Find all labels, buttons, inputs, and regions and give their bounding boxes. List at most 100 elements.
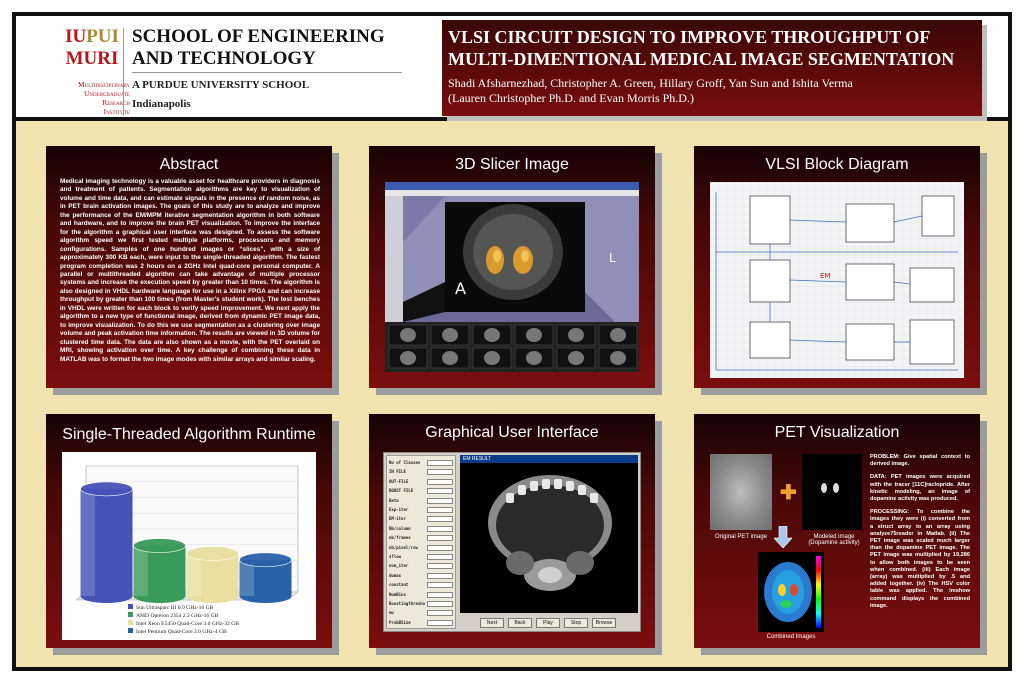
gui-back-button[interactable]: Back <box>508 618 532 628</box>
runtime-panel: Single-Threaded Algorithm Runtime Sun Ul… <box>46 414 332 648</box>
gui-browse-button[interactable]: Browse <box>592 618 616 628</box>
slicer-panel: 3D Slicer Image A L <box>369 146 655 388</box>
pet-panel: PET Visualization ✚ Original PET image M… <box>694 414 980 648</box>
gui-param-input[interactable] <box>427 563 453 570</box>
chart-legend-label: Sun Ultrasparc III 0.9 GHz-16 GB <box>136 605 214 611</box>
gui-param-label: nb/frames <box>389 535 411 541</box>
gui-param-label: Nb/column <box>389 525 411 531</box>
muri-subtitle-line: Institute <box>103 107 130 116</box>
chart-bar-base <box>80 589 133 603</box>
gui-param-label: EM-iter <box>389 516 406 522</box>
gui-image-area <box>460 463 638 613</box>
gui-param-input[interactable] <box>427 525 453 532</box>
gui-param-input[interactable] <box>427 460 453 466</box>
abstract-panel: Abstract Medical imaging technology is a… <box>46 146 332 388</box>
gui-param-input[interactable] <box>427 497 453 504</box>
down-arrow-icon <box>773 525 793 549</box>
gui-param-label: NumBins <box>389 591 406 597</box>
gui-play-button[interactable]: Play <box>536 618 560 628</box>
gui-param-label: nb/pixel/row <box>389 544 418 550</box>
pet-title: PET Visualization <box>774 424 900 441</box>
title-line-2: MULTI-DIMENTIONAL MEDICAL IMAGE SEGMENTA… <box>448 49 955 69</box>
abstract-text: Medical imaging technology is a valuable… <box>60 178 320 363</box>
gui-next-button[interactable]: Next <box>480 618 504 628</box>
gui-param-input[interactable] <box>427 488 453 495</box>
pet-problem: PROBLEM: Give spatial context to derived… <box>870 454 970 468</box>
gui-param-label: Boostingthreshold <box>389 601 425 606</box>
chart-bar-base <box>186 589 239 603</box>
pet-original-image <box>710 454 772 530</box>
gui-param-row: mu <box>389 609 455 617</box>
gui-param-label: dumax <box>389 572 402 578</box>
gui-param-input[interactable] <box>427 469 453 476</box>
gui-param-label: OUT-FILE <box>389 478 409 484</box>
chart-bar-top <box>186 546 239 561</box>
vlsi-panel: VLSI Block Diagram <box>694 146 980 388</box>
gui-param-input[interactable] <box>427 591 453 598</box>
chart-bar-highlight <box>80 488 96 596</box>
title-box: VLSI CIRCUIT DESIGN TO IMPROVE THROUGHPU… <box>442 20 982 116</box>
muri-subtitle-line: Research <box>102 98 130 107</box>
gui-param-row: ProbBSize <box>389 619 455 627</box>
gui-param-input[interactable] <box>427 601 453 607</box>
chart-bar <box>133 545 186 596</box>
gui-param-input[interactable] <box>427 582 453 589</box>
runtime-title: Single-Threaded Algorithm Runtime <box>62 426 316 443</box>
gui-param-row: IN FILE <box>389 468 455 476</box>
gui-param-row: Nb/column <box>389 525 455 533</box>
gui-param-input[interactable] <box>427 535 453 542</box>
abstract-title: Abstract <box>159 156 219 173</box>
plus-icon: ✚ <box>780 482 797 504</box>
chart-legend-swatch <box>128 620 133 625</box>
chart-legend-swatch <box>128 612 133 617</box>
header-divider <box>123 28 124 116</box>
gui-param-input[interactable] <box>427 554 453 560</box>
logo-muri: MURI <box>65 48 119 69</box>
vlsi-em-label: EM <box>820 272 830 280</box>
gui-param-input[interactable] <box>427 544 453 551</box>
gui-param-input[interactable] <box>427 619 453 626</box>
gui-param-row: sflow <box>389 553 455 561</box>
school-line-2: AND TECHNOLOGY <box>132 48 316 69</box>
pet-modeled-image <box>802 454 862 530</box>
header-rule <box>132 72 402 73</box>
slicer-screenshot: A L <box>385 182 639 372</box>
gui-param-label: No of Classes <box>389 460 421 465</box>
gui-param-row: BOOST FILE <box>389 487 455 495</box>
chart-legend-swatch <box>128 604 133 609</box>
gui-window-title: EM RESULT <box>460 455 638 463</box>
gui-param-row: Exp-iter <box>389 506 455 514</box>
city-label: Indianapolis <box>132 98 191 110</box>
pet-processing: PROCESSING: To combine the images they w… <box>870 509 970 609</box>
gui-param-input[interactable] <box>427 516 453 523</box>
gui-param-row: nb/frames <box>389 534 455 542</box>
poster: IUPUI MURI Multidisciplinary Undergradua… <box>12 12 1012 671</box>
gui-param-label: constant <box>389 582 409 588</box>
gui-param-label: Beta <box>389 497 399 503</box>
gui-param-input[interactable] <box>427 507 453 513</box>
logo-iu: IU <box>65 26 87 47</box>
gui-button-bar: Next Back Play Stop Browse <box>460 615 638 631</box>
gui-param-input[interactable] <box>427 572 453 579</box>
chart-legend-label: Intel Pentium Quad-Core 2.0 GHz-4 GB <box>136 629 227 635</box>
gui-param-row: nb/pixel/row <box>389 544 455 552</box>
gui-param-input[interactable] <box>427 478 453 485</box>
gui-stop-button[interactable]: Stop <box>564 618 588 628</box>
gui-param-label: IN FILE <box>389 469 406 475</box>
gui-param-row: NumBins <box>389 591 455 599</box>
gui-param-row: constant <box>389 581 455 589</box>
vlsi-title: VLSI Block Diagram <box>765 156 909 173</box>
chart-bar-top <box>80 481 133 497</box>
pet-modeled-caption: Modeled image (Dopamine activity) <box>808 534 860 546</box>
authors: Shadi Afsharnezhad, Christopher A. Green… <box>448 76 976 106</box>
gui-param-input[interactable] <box>427 610 453 617</box>
chart-bar-highlight <box>239 559 255 596</box>
gui-param-row: No of Classes <box>389 459 455 467</box>
chart-bar-base <box>133 589 186 603</box>
chart-bar-top <box>239 552 292 568</box>
gui-param-label: num_iter <box>389 563 409 569</box>
purdue-label: A PURDUE UNIVERSITY SCHOOL <box>132 79 310 91</box>
